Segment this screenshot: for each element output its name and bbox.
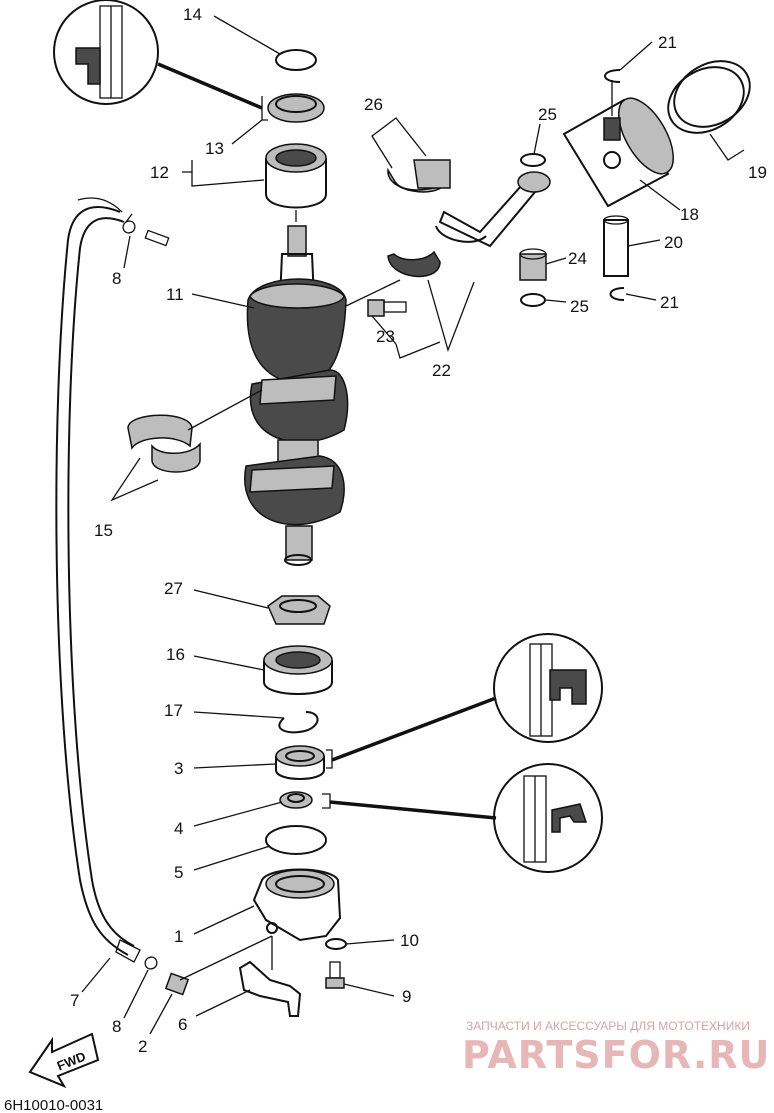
- crankshaft-part-11: [244, 225, 349, 566]
- callout-24: 24: [568, 249, 587, 268]
- callout-19: 19: [748, 163, 767, 182]
- bearing-part-12: [265, 143, 327, 222]
- inset-detail-top-left: [53, 0, 263, 110]
- clip-part-8-bottom: [144, 956, 158, 970]
- callout-8-bottom: 8: [112, 1017, 121, 1036]
- callout-16: 16: [166, 645, 185, 664]
- bolt-part-9: [325, 961, 345, 989]
- leader-lines: [81, 15, 681, 1035]
- oil-seal-part-4: [279, 791, 497, 820]
- oil-seal-part-13: [261, 93, 325, 123]
- fitting-part-2: [164, 972, 190, 996]
- callout-25-top: 25: [538, 105, 557, 124]
- callout-13: 13: [205, 139, 224, 158]
- washer-part-25-bottom: [520, 293, 546, 307]
- callout-5: 5: [174, 863, 183, 882]
- pin-near-hose: [144, 229, 170, 247]
- ball-bearing-part-16: [263, 645, 333, 695]
- callout-4: 4: [174, 819, 183, 838]
- callout-21-top: 21: [658, 33, 677, 52]
- callout-6: 6: [178, 1015, 187, 1034]
- clip-part-8-top: [122, 213, 136, 234]
- inset-detail-right-upper: [493, 633, 603, 743]
- callout-14: 14: [183, 5, 202, 24]
- clip-part-21-bottom: [609, 287, 625, 301]
- callout-21-bottom: 21: [660, 293, 679, 312]
- callout-25-bottom: 25: [570, 297, 589, 316]
- clip-part-21-top: [604, 69, 621, 83]
- oil-seal-part-3: [275, 696, 497, 780]
- gear-part-27: [267, 595, 331, 625]
- needle-bearing-part-26: [371, 117, 451, 193]
- callout-7: 7: [70, 991, 79, 1010]
- callout-9: 9: [402, 987, 411, 1006]
- small-bearing-part-24: [519, 248, 547, 281]
- piston-pin-part-20: [603, 215, 629, 277]
- circlip-part-17: [278, 711, 319, 734]
- connecting-rod-part-22: [387, 171, 551, 353]
- washer-part-10: [325, 938, 347, 950]
- diagram-code: 6H10010-0031: [4, 1097, 103, 1113]
- callout-23: 23: [376, 327, 395, 346]
- callout-22: 22: [432, 361, 451, 380]
- housing-part-1: [252, 868, 342, 942]
- callout-18: 18: [680, 205, 699, 224]
- callout-8-top: 8: [112, 269, 121, 288]
- piston-part-18: [562, 80, 674, 208]
- hose-part-7: [55, 197, 141, 963]
- o-ring-part-5: [265, 825, 327, 855]
- needle-bearing-part-15: [110, 389, 263, 502]
- callout-17: 17: [164, 701, 183, 720]
- piston-rings-part-19: [667, 60, 751, 161]
- callout-20: 20: [664, 233, 683, 252]
- callout-27: 27: [164, 579, 183, 598]
- washer-part-25-top: [520, 153, 546, 167]
- callout-12: 12: [150, 163, 169, 182]
- callout-3: 3: [174, 759, 183, 778]
- watermark-brand: PARTSFOR.RU: [462, 1033, 770, 1077]
- callout-26: 26: [364, 95, 383, 114]
- o-ring-part-14: [275, 49, 317, 71]
- callout-11: 11: [166, 285, 184, 304]
- callout-1: 1: [174, 927, 183, 946]
- watermark-tagline: ЗАПЧАСТИ И АКСЕССУАРЫ ДЛЯ МОТОТЕХНИКИ: [466, 1019, 750, 1033]
- bolt-part-23: [367, 299, 441, 359]
- inset-detail-right-lower: [493, 763, 603, 873]
- callout-2: 2: [138, 1037, 147, 1056]
- callout-10: 10: [400, 931, 419, 950]
- callout-15: 15: [94, 521, 113, 540]
- bracket-part-6: [238, 960, 302, 1017]
- fwd-arrow-icon: [28, 1032, 100, 1089]
